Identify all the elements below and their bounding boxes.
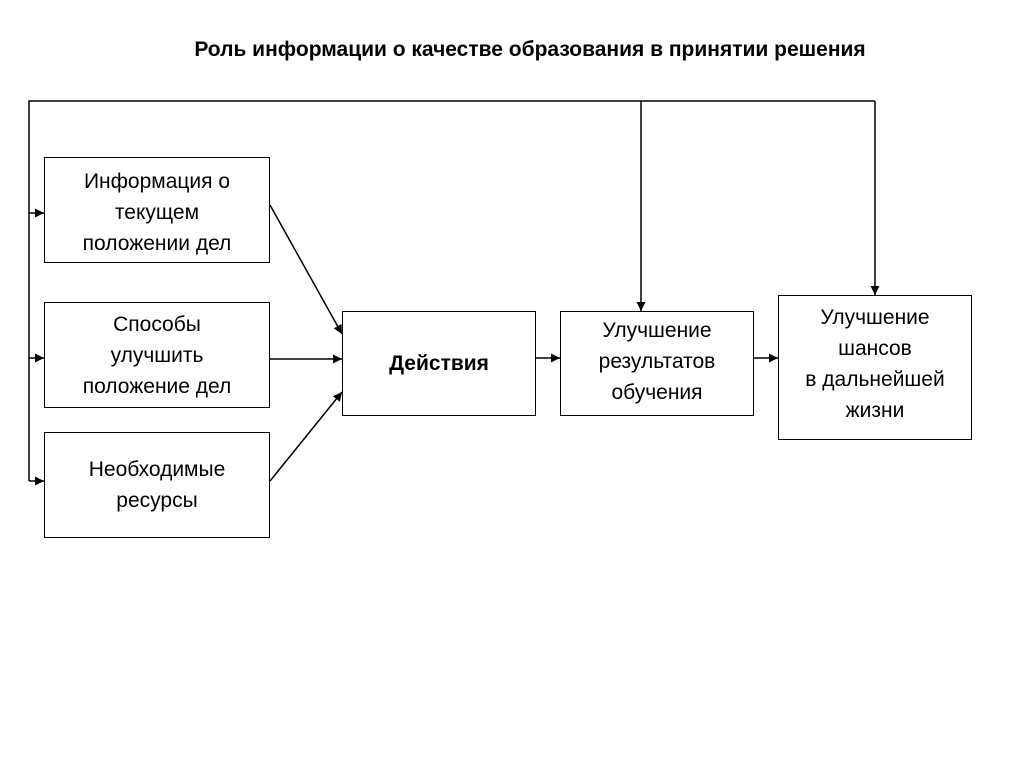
box-actions-label: Действия <box>389 352 489 375</box>
box-ways-to-improve: Способы улучшить положение дел <box>44 302 270 408</box>
box-improved-learning-results: Улучшение результатов обучения <box>560 311 754 416</box>
box-improved-life-chances-label: Улучшение шансов в дальнейшей жизни <box>805 306 945 422</box>
box-improved-learning-results-label: Улучшение результатов обучения <box>598 319 716 404</box>
box-required-resources-label: Необходимые ресурсы <box>88 458 226 512</box>
box-current-situation-info: Информация о текущем положении дел <box>44 157 270 263</box>
box-current-situation-info-label: Информация о текущем положении дел <box>82 170 232 255</box>
feedback-loop-top-line <box>28 100 875 481</box>
diagram-title: Роль информации о качестве образования в… <box>194 38 866 61</box>
box-ways-to-improve-label: Способы улучшить положение дел <box>82 312 232 398</box>
box-actions: Действия <box>342 311 536 416</box>
box-improved-life-chances: Улучшение шансов в дальнейшей жизни <box>778 295 972 440</box>
box-required-resources: Необходимые ресурсы <box>44 432 270 538</box>
arrow-resources-to-actions <box>269 391 343 482</box>
arrow-info-to-actions <box>269 204 343 335</box>
